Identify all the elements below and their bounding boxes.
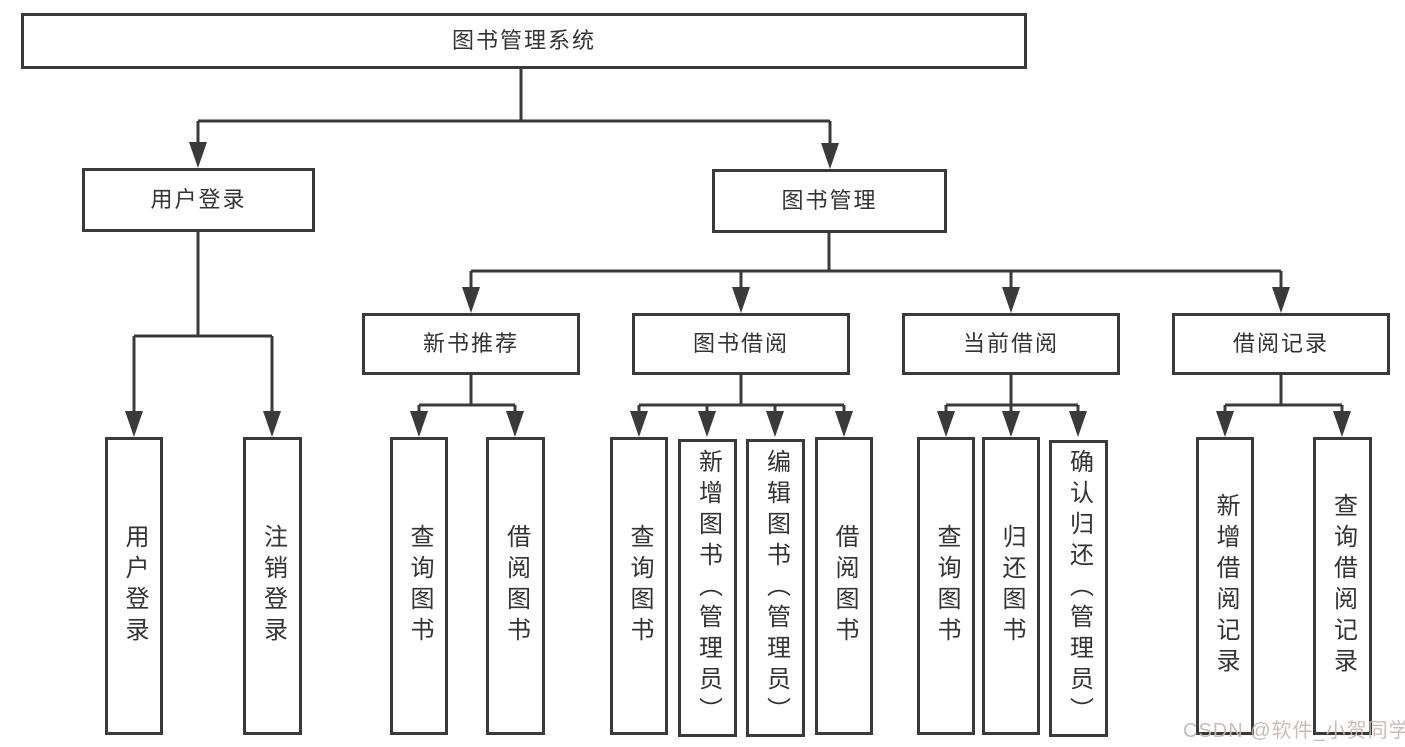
leaf-borrow-books: 借阅图书: [815, 437, 873, 735]
node-label: 图书管理: [781, 188, 878, 213]
node-label: 新增图书（管理员）: [694, 448, 722, 728]
node-label: 图书借阅: [692, 331, 789, 356]
node-label: 注销登录: [259, 524, 287, 648]
leaf-add-borrow-record: 新增借阅记录: [1196, 437, 1254, 735]
leaf-query-books-recommend: 查询图书: [390, 437, 448, 735]
node-user-login: 用户登录: [82, 168, 315, 232]
leaf-return-books: 归还图书: [982, 437, 1040, 735]
leaf-logout: 注销登录: [243, 437, 302, 735]
node-current-borrowing: 当前借阅: [902, 313, 1120, 375]
leaf-query-borrow-record: 查询借阅记录: [1313, 437, 1372, 735]
node-label: 新增借阅记录: [1212, 493, 1239, 679]
node-label: 用户登录: [121, 524, 148, 648]
node-label: 查询借阅记录: [1329, 493, 1357, 679]
node-label: 查询图书: [933, 524, 960, 648]
node-book-borrowing: 图书借阅: [632, 313, 850, 375]
node-label: 用户登录: [150, 187, 247, 212]
node-book-management: 图书管理: [712, 169, 947, 233]
leaf-query-books-borrowing: 查询图书: [610, 437, 668, 735]
node-label: 归还图书: [998, 524, 1025, 648]
node-label: 借阅记录: [1232, 331, 1329, 356]
node-label: 确认归还（管理员）: [1065, 449, 1093, 728]
node-label: 图书管理系统: [451, 28, 596, 53]
node-library-management-system: 图书管理系统: [21, 13, 1027, 69]
leaf-add-books-admin: 新增图书（管理员）: [678, 439, 737, 737]
node-new-book-recommend: 新书推荐: [362, 313, 580, 375]
node-label: 查询图书: [626, 524, 653, 648]
node-label: 借阅图书: [831, 524, 858, 648]
node-label: 当前借阅: [962, 331, 1059, 356]
leaf-confirm-return-admin: 确认归还（管理员）: [1049, 440, 1108, 737]
node-label: 借阅图书: [502, 524, 530, 648]
node-label: 编辑图书（管理员）: [762, 448, 790, 728]
leaf-query-books-current: 查询图书: [917, 437, 975, 735]
leaf-user-login: 用户登录: [105, 437, 163, 735]
node-label: 查询图书: [406, 524, 433, 648]
node-borrowing-records: 借阅记录: [1172, 313, 1390, 375]
csdn-watermark: CSDN @软件_小贺同学: [1183, 720, 1405, 742]
node-label: 新书推荐: [422, 331, 519, 356]
leaf-edit-books-admin: 编辑图书（管理员）: [746, 439, 805, 737]
leaf-borrow-books-recommend: 借阅图书: [486, 437, 545, 735]
